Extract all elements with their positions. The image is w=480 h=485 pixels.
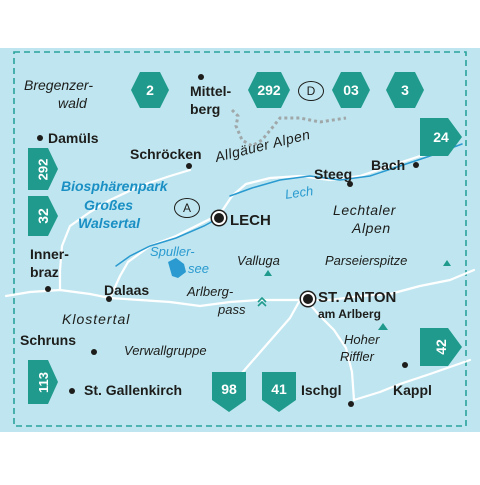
town-marker-st-anton <box>301 292 315 306</box>
settlement-dot-dalaas <box>106 296 112 302</box>
label-st-anton: ST. ANTON <box>318 289 397 306</box>
label-innerbraz-2: braz <box>30 264 59 280</box>
settlement-dot-ischgl <box>348 401 354 407</box>
label-innerbraz-1: Inner- <box>30 246 69 262</box>
label-steeg: Steeg <box>314 166 353 182</box>
label-dalaas: Dalaas <box>104 282 150 298</box>
label-arlbergpass-1: Arlberg- <box>187 284 234 299</box>
label-am-arlberg: am Arlberg <box>318 307 381 321</box>
map-background <box>0 48 480 432</box>
label-schroecken: Schröcken <box>130 146 202 162</box>
map-frame-border <box>13 51 467 427</box>
town-marker-lech <box>212 211 226 225</box>
label-spullersee-2: see <box>188 261 209 276</box>
label-schruns: Schruns <box>20 332 77 348</box>
settlement-dot-damuels <box>37 135 43 141</box>
map-number-shield[interactable]: 03 <box>332 72 370 108</box>
map-number-shield[interactable]: 98 <box>212 372 246 412</box>
label-hoher-riffler-1: Hoher <box>344 332 380 347</box>
peak-parseierspitze-icon <box>443 260 451 266</box>
label-st-gallenkirch: St. Gallenkirch <box>84 382 183 398</box>
label-hoher-riffler-2: Riffler <box>340 349 374 364</box>
label-biosphaerenpark-2: Großes <box>84 197 134 213</box>
map-number-shield[interactable]: 41 <box>262 372 296 412</box>
river-lech <box>229 143 463 197</box>
label-mittelberg-1: Mittel- <box>190 83 232 99</box>
map-number-shield[interactable]: 292 <box>28 148 58 190</box>
settlement-dot-st-gallenkirch <box>69 388 75 394</box>
river-lech-west <box>115 213 227 267</box>
country-badge-d: D <box>298 81 324 101</box>
map-number-shield[interactable]: 32 <box>28 196 58 236</box>
label-lechtaler-alpen-1: Lechtaler <box>333 202 396 218</box>
label-lech-river: Lech <box>284 183 315 202</box>
settlement-dot-bach <box>413 162 419 168</box>
road-walsertal <box>58 168 192 292</box>
road-paznaun-west <box>234 298 302 382</box>
label-arlbergpass-2: pass <box>218 302 246 317</box>
label-lechtaler-alpen-2: Alpen <box>352 220 391 236</box>
pass-icon <box>257 296 267 307</box>
map-number-shield[interactable]: 3 <box>386 72 424 108</box>
settlement-dot-schroecken <box>186 163 192 169</box>
settlement-dot-schruns <box>91 349 97 355</box>
peak-hoher-riffler-icon <box>378 323 388 330</box>
label-bach: Bach <box>371 157 406 173</box>
label-damuels: Damüls <box>48 130 99 146</box>
map-number-shield[interactable]: 2 <box>131 72 169 108</box>
road-klostertal <box>4 288 302 308</box>
label-verwallgruppe: Verwallgruppe <box>124 343 207 358</box>
map-number-shield[interactable]: 24 <box>420 118 462 156</box>
label-kappl: Kappl <box>393 382 432 398</box>
label-valluga: Valluga <box>237 253 280 268</box>
label-spullersee-1: Spuller- <box>150 244 195 259</box>
settlement-dot-mittelberg <box>198 74 204 80</box>
map-number-shield[interactable]: 113 <box>28 360 58 404</box>
label-bregenzerwald-1: Bregenzer- <box>24 77 94 93</box>
label-lech-town: LECH <box>230 212 271 229</box>
peak-valluga-icon <box>264 270 272 276</box>
settlement-dot-kappl <box>402 362 408 368</box>
spullersee-lake <box>168 258 186 278</box>
settlement-dot-innerbraz <box>45 286 51 292</box>
settlement-dot-steeg <box>347 181 353 187</box>
road-stanton-east <box>298 268 476 302</box>
map-number-shield[interactable]: 292 <box>248 72 290 108</box>
label-biosphaerenpark-1: Biosphärenpark <box>61 178 168 194</box>
label-parseierspitze: Parseierspitze <box>325 253 408 268</box>
road-paznaun <box>304 298 356 402</box>
country-badge-a: A <box>174 198 200 218</box>
map-number-shield[interactable]: 42 <box>420 328 462 366</box>
label-bregenzerwald-2: wald <box>58 95 87 111</box>
road-lech-valley <box>218 148 452 216</box>
label-biosphaerenpark-3: Walsertal <box>78 215 140 231</box>
label-ischgl: Ischgl <box>301 382 342 398</box>
label-klostertal: Klostertal <box>62 311 131 327</box>
label-mittelberg-2: berg <box>190 101 221 117</box>
road-kappl <box>352 358 472 402</box>
